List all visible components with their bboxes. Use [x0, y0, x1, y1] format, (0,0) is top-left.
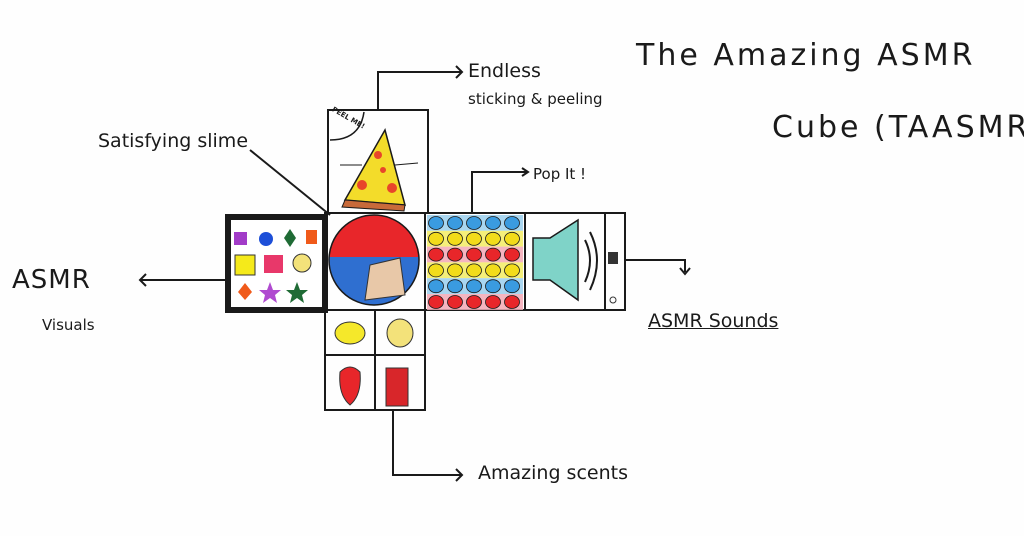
popit-bubble — [428, 295, 444, 309]
speaker-icon — [532, 218, 618, 304]
label-sticking-2: sticking & peeling — [468, 90, 603, 108]
popit-bubble — [485, 279, 501, 294]
popit-bubble — [466, 263, 482, 278]
label-sounds: ASMR Sounds — [648, 310, 779, 332]
scents-arrow — [392, 410, 462, 476]
sound-face — [524, 212, 626, 311]
popit-bubble — [504, 247, 520, 262]
slime-arrow — [249, 149, 331, 216]
popit-bubble — [504, 216, 520, 230]
popit-bubble — [485, 231, 501, 246]
popit-bubble — [428, 263, 444, 278]
popit-bubble — [504, 263, 520, 278]
slime-hand-icon — [328, 214, 420, 306]
popit-bubble — [447, 263, 463, 278]
label-scents: Amazing scents — [478, 462, 628, 484]
popit-bubble — [447, 295, 463, 309]
label-sticking-1: Endless — [468, 60, 541, 82]
popit-bubble — [504, 295, 520, 309]
popit-bubble — [466, 279, 482, 294]
label-slime: Satisfying slime — [98, 130, 249, 152]
label-popit: Pop It ! — [533, 165, 587, 183]
popit-bubble — [485, 263, 501, 278]
popit-bubble — [428, 247, 444, 262]
popit-bubble — [428, 216, 444, 230]
popit-bubble — [447, 279, 463, 294]
popit-bubble — [466, 295, 482, 309]
popit-bubble — [466, 216, 482, 230]
popit-bubble — [447, 247, 463, 262]
popit-bubble — [485, 216, 501, 230]
popit-bubble — [466, 247, 482, 262]
popit-bubble — [485, 247, 501, 262]
popit-bubble — [447, 231, 463, 246]
scent-icons — [334, 318, 414, 407]
sticking-arrow — [377, 71, 462, 110]
popit-bubble — [428, 231, 444, 246]
popit-bubble — [504, 231, 520, 246]
title-line-1: The Amazing ASMR — [636, 38, 976, 73]
popit-bubble — [428, 279, 444, 294]
shapes-icons — [234, 229, 317, 303]
popit-bubble — [504, 279, 520, 294]
pizza-icon — [340, 128, 419, 212]
popit-bubble — [485, 295, 501, 309]
popit-bubbles — [427, 215, 523, 310]
label-visuals-2: Visuals — [42, 316, 95, 334]
label-visuals-1: ASMR — [12, 265, 91, 295]
popit-arrow — [471, 171, 528, 213]
title-line-2: Cube (TAASMRC) — [772, 110, 1024, 145]
popit-bubble — [447, 216, 463, 230]
popit-bubble — [466, 231, 482, 246]
sounds-arrow — [625, 259, 686, 272]
